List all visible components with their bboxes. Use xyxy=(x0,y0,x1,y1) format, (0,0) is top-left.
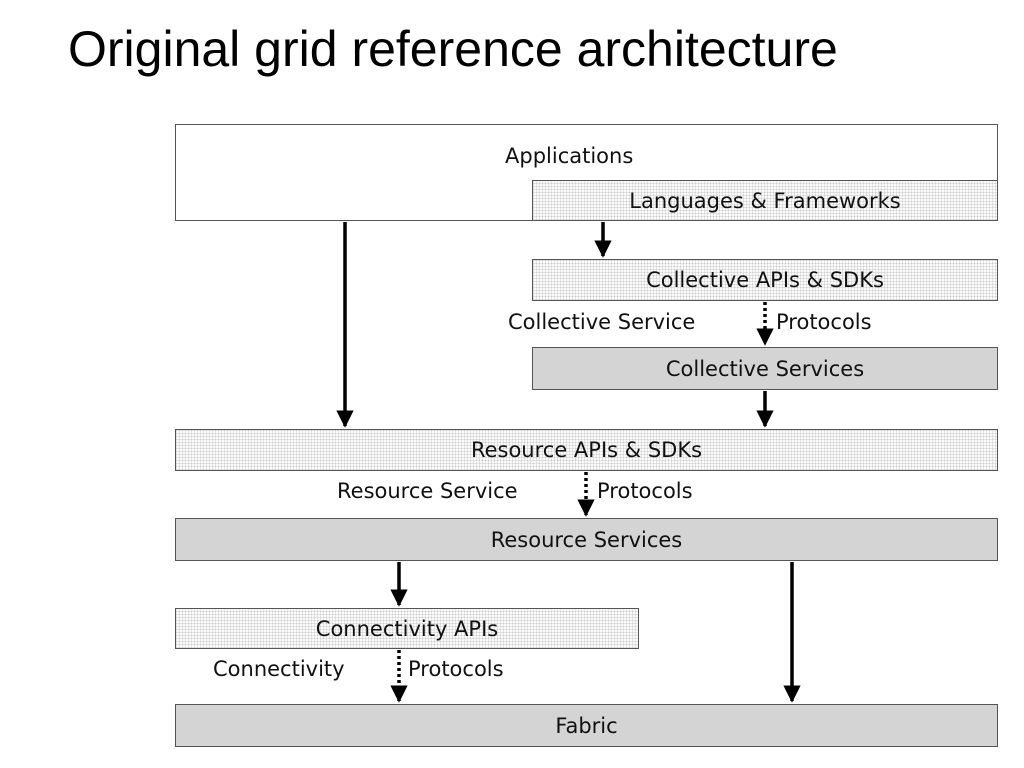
collective-services-box: Collective Services xyxy=(532,347,998,390)
fabric-box: Fabric xyxy=(175,704,998,747)
languages-frameworks-box: Languages & Frameworks xyxy=(532,180,998,221)
collective-apis-sdks-box: Collective APIs & SDKs xyxy=(532,259,998,301)
resource-protocols-label: Protocols xyxy=(597,479,693,503)
resource-apis-sdks-box: Resource APIs & SDKs xyxy=(175,429,998,471)
connectivity-apis-box: Connectivity APIs xyxy=(175,608,639,649)
connectivity-apis-label: Connectivity APIs xyxy=(315,616,499,641)
connectivity-label: Connectivity xyxy=(213,657,345,681)
page-title: Original grid reference architecture xyxy=(68,21,838,77)
collective-protocols-label: Protocols xyxy=(776,310,872,334)
resource-services-box: Resource Services xyxy=(175,518,998,561)
applications-label: Applications xyxy=(505,144,634,168)
languages-frameworks-label: Languages & Frameworks xyxy=(629,188,901,213)
connectivity-protocols-label: Protocols xyxy=(408,657,504,681)
collective-services-label: Collective Services xyxy=(665,356,865,381)
resource-service-label: Resource Service xyxy=(337,479,518,503)
collective-apis-sdks-label: Collective APIs & SDKs xyxy=(646,268,884,292)
collective-service-label: Collective Service xyxy=(508,310,696,334)
resource-services-label: Resource Services xyxy=(490,527,683,552)
fabric-label: Fabric xyxy=(555,713,618,738)
resource-apis-sdks-label: Resource APIs & SDKs xyxy=(470,438,703,462)
